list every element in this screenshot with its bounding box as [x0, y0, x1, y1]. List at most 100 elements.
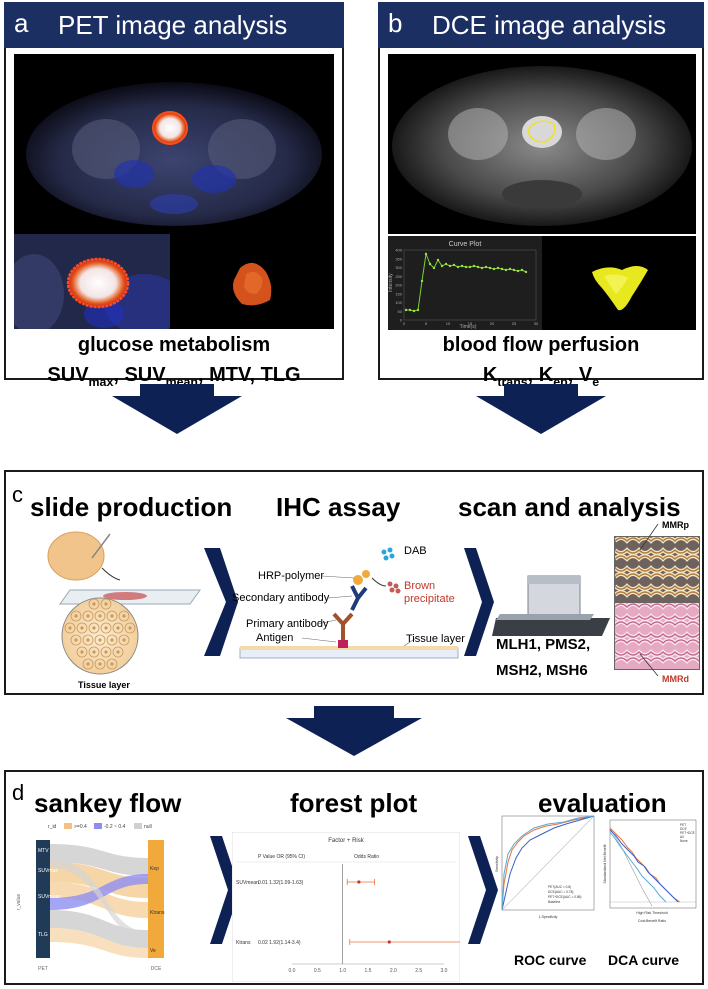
svg-text:-0.2 ~ 0.4: -0.2 ~ 0.4	[104, 824, 125, 830]
forest-header2: Odds Ratio	[354, 854, 379, 860]
dca-legend: PET DCE PET+DCE All None	[680, 823, 695, 843]
sankey-left-node: MTV	[38, 848, 49, 854]
curve-ytick: 150	[395, 291, 402, 296]
panel-d-letter: d	[12, 780, 25, 805]
mmrd-label: MMRd	[662, 674, 689, 684]
curve-ytick: 300	[395, 265, 402, 270]
forest-xtick: 3.0	[441, 968, 448, 974]
ihc-antigen-label: Antigen	[256, 632, 294, 644]
curve-ytick: 100	[395, 300, 402, 305]
down-arrow-a	[112, 384, 242, 434]
panel-a-header: a PET image analysis	[4, 2, 344, 48]
forest-header1: P Value OR (95% CI)	[258, 854, 305, 860]
curve-ytick: 50	[398, 309, 403, 314]
section-scan-analysis: scan and analysis	[458, 492, 681, 522]
curve-point	[452, 263, 456, 267]
curve-point	[404, 308, 408, 312]
curve-point	[524, 270, 528, 274]
forest-xtick: 0.0	[289, 968, 296, 974]
panel-a-letter: a	[14, 8, 29, 38]
curve-point	[504, 268, 508, 272]
curve-ytick: 250	[395, 274, 402, 279]
curve-ylabel: Intensity	[388, 273, 394, 292]
dca-curve-plot: PET DCE PET+DCE All None High Risk Thres…	[603, 819, 697, 923]
curve-xtick: 15	[468, 321, 473, 326]
forest-xtick: 1.0	[339, 968, 346, 974]
chevron-c2	[464, 548, 494, 656]
svg-text:High Risk Threshold: High Risk Threshold	[636, 911, 668, 915]
curve-xtick: 0	[403, 321, 406, 326]
ihc-brown-label: Brown	[404, 580, 436, 592]
roc-curve-plot: PET(AUC = 0.8) DCE(AUC = 0.78) PET+DCE(A…	[495, 815, 595, 919]
pet-metrics: SUVmax, SUVmean, MTV, TLG	[47, 364, 301, 389]
curve-point	[476, 265, 480, 269]
svg-text:Sensitivity: Sensitivity	[495, 856, 499, 872]
curve-xtick: 30	[534, 321, 539, 326]
curve-point	[500, 267, 504, 271]
curve-point	[472, 264, 476, 268]
down-arrow-b	[476, 384, 606, 434]
svg-text:null: null	[144, 824, 152, 830]
curve-point	[484, 265, 488, 269]
tissue-layer-label-c1: Tissue layer	[78, 680, 130, 690]
svg-text:1-Specificity: 1-Specificity	[539, 915, 558, 919]
sankey-right-node: Kep	[150, 866, 159, 872]
forest-row-text: 0.01 1.32(1.09-1.63)	[258, 880, 304, 886]
forest-title: Factor + Risk	[328, 838, 365, 844]
sankey-left-axis: PET	[38, 966, 48, 972]
curve-xtick: 25	[512, 321, 517, 326]
dce-main-scan	[388, 54, 696, 234]
curve-ytick: 0	[400, 318, 403, 323]
forest-point	[357, 880, 361, 884]
panel-a-title: PET image analysis	[58, 10, 288, 40]
curve-ytick: 200	[395, 283, 402, 288]
genes-line1: MLH1, PMS2,	[496, 636, 591, 653]
panel-c-letter: c	[12, 482, 23, 507]
forest-xtick: 2.5	[415, 968, 422, 974]
curve-point	[416, 308, 420, 312]
curve-point	[492, 267, 496, 271]
ihc-hrp-label: HRP-polymer	[258, 570, 325, 582]
section-forest: forest plot	[290, 788, 418, 818]
svg-text:DCE(AUC = 0.78): DCE(AUC = 0.78)	[548, 890, 573, 894]
svg-text:PET+DCE(AUC = 0.86): PET+DCE(AUC = 0.86)	[548, 895, 581, 899]
ihc-precipitate-label: precipitate	[404, 593, 455, 605]
curve-point	[488, 266, 492, 270]
svg-text:DCE: DCE	[680, 827, 687, 831]
dce-caption: blood flow perfusion	[442, 334, 640, 356]
curve-point	[408, 308, 412, 312]
svg-text:PET(AUC = 0.8): PET(AUC = 0.8)	[548, 885, 571, 889]
curve-point	[520, 268, 524, 272]
mmrd-image	[614, 602, 700, 670]
forest-xtick: 0.5	[314, 968, 321, 974]
panel-b-header: b DCE image analysis	[378, 2, 704, 48]
curve-plot-svg: Curve Plot Intensity Time(s) 40035030025…	[388, 241, 539, 330]
curve-point	[512, 268, 516, 272]
curve-point	[412, 309, 416, 313]
forest-row-name: Ktrans	[236, 940, 251, 946]
ihc-illustration	[239, 547, 459, 659]
chevron-d2	[468, 836, 498, 944]
curve-point	[448, 264, 452, 268]
curve-title: Curve Plot	[449, 241, 482, 248]
curve-point	[440, 264, 444, 268]
section-sankey: sankey flow	[34, 788, 182, 818]
pet-3d-render	[170, 234, 334, 329]
roc-curve-label: ROC curve	[514, 952, 587, 968]
curve-point	[516, 269, 520, 273]
forest-row-text: 0.02 1.92(1.14-3.4)	[258, 940, 301, 946]
sankey-left-node: TLG	[38, 932, 48, 938]
ihc-primary-label: Primary antibody	[246, 618, 329, 630]
svg-text:PET+DCE: PET+DCE	[680, 831, 695, 835]
curve-ytick: 400	[395, 248, 402, 253]
sankey-legend: r_id >=0.4 -0.2 ~ 0.4 null	[48, 823, 152, 830]
pet-zoom-scan	[14, 234, 170, 329]
curve-xtick: 10	[446, 321, 451, 326]
svg-text:Cost:Benefit Ratio: Cost:Benefit Ratio	[638, 919, 666, 923]
forest-xtick: 1.5	[365, 968, 372, 974]
svg-text:None: None	[680, 839, 688, 843]
genes-line2: MSH2, MSH6	[496, 662, 588, 679]
dce-3d-render	[542, 236, 696, 330]
svg-text:>=0.4: >=0.4	[74, 824, 87, 830]
